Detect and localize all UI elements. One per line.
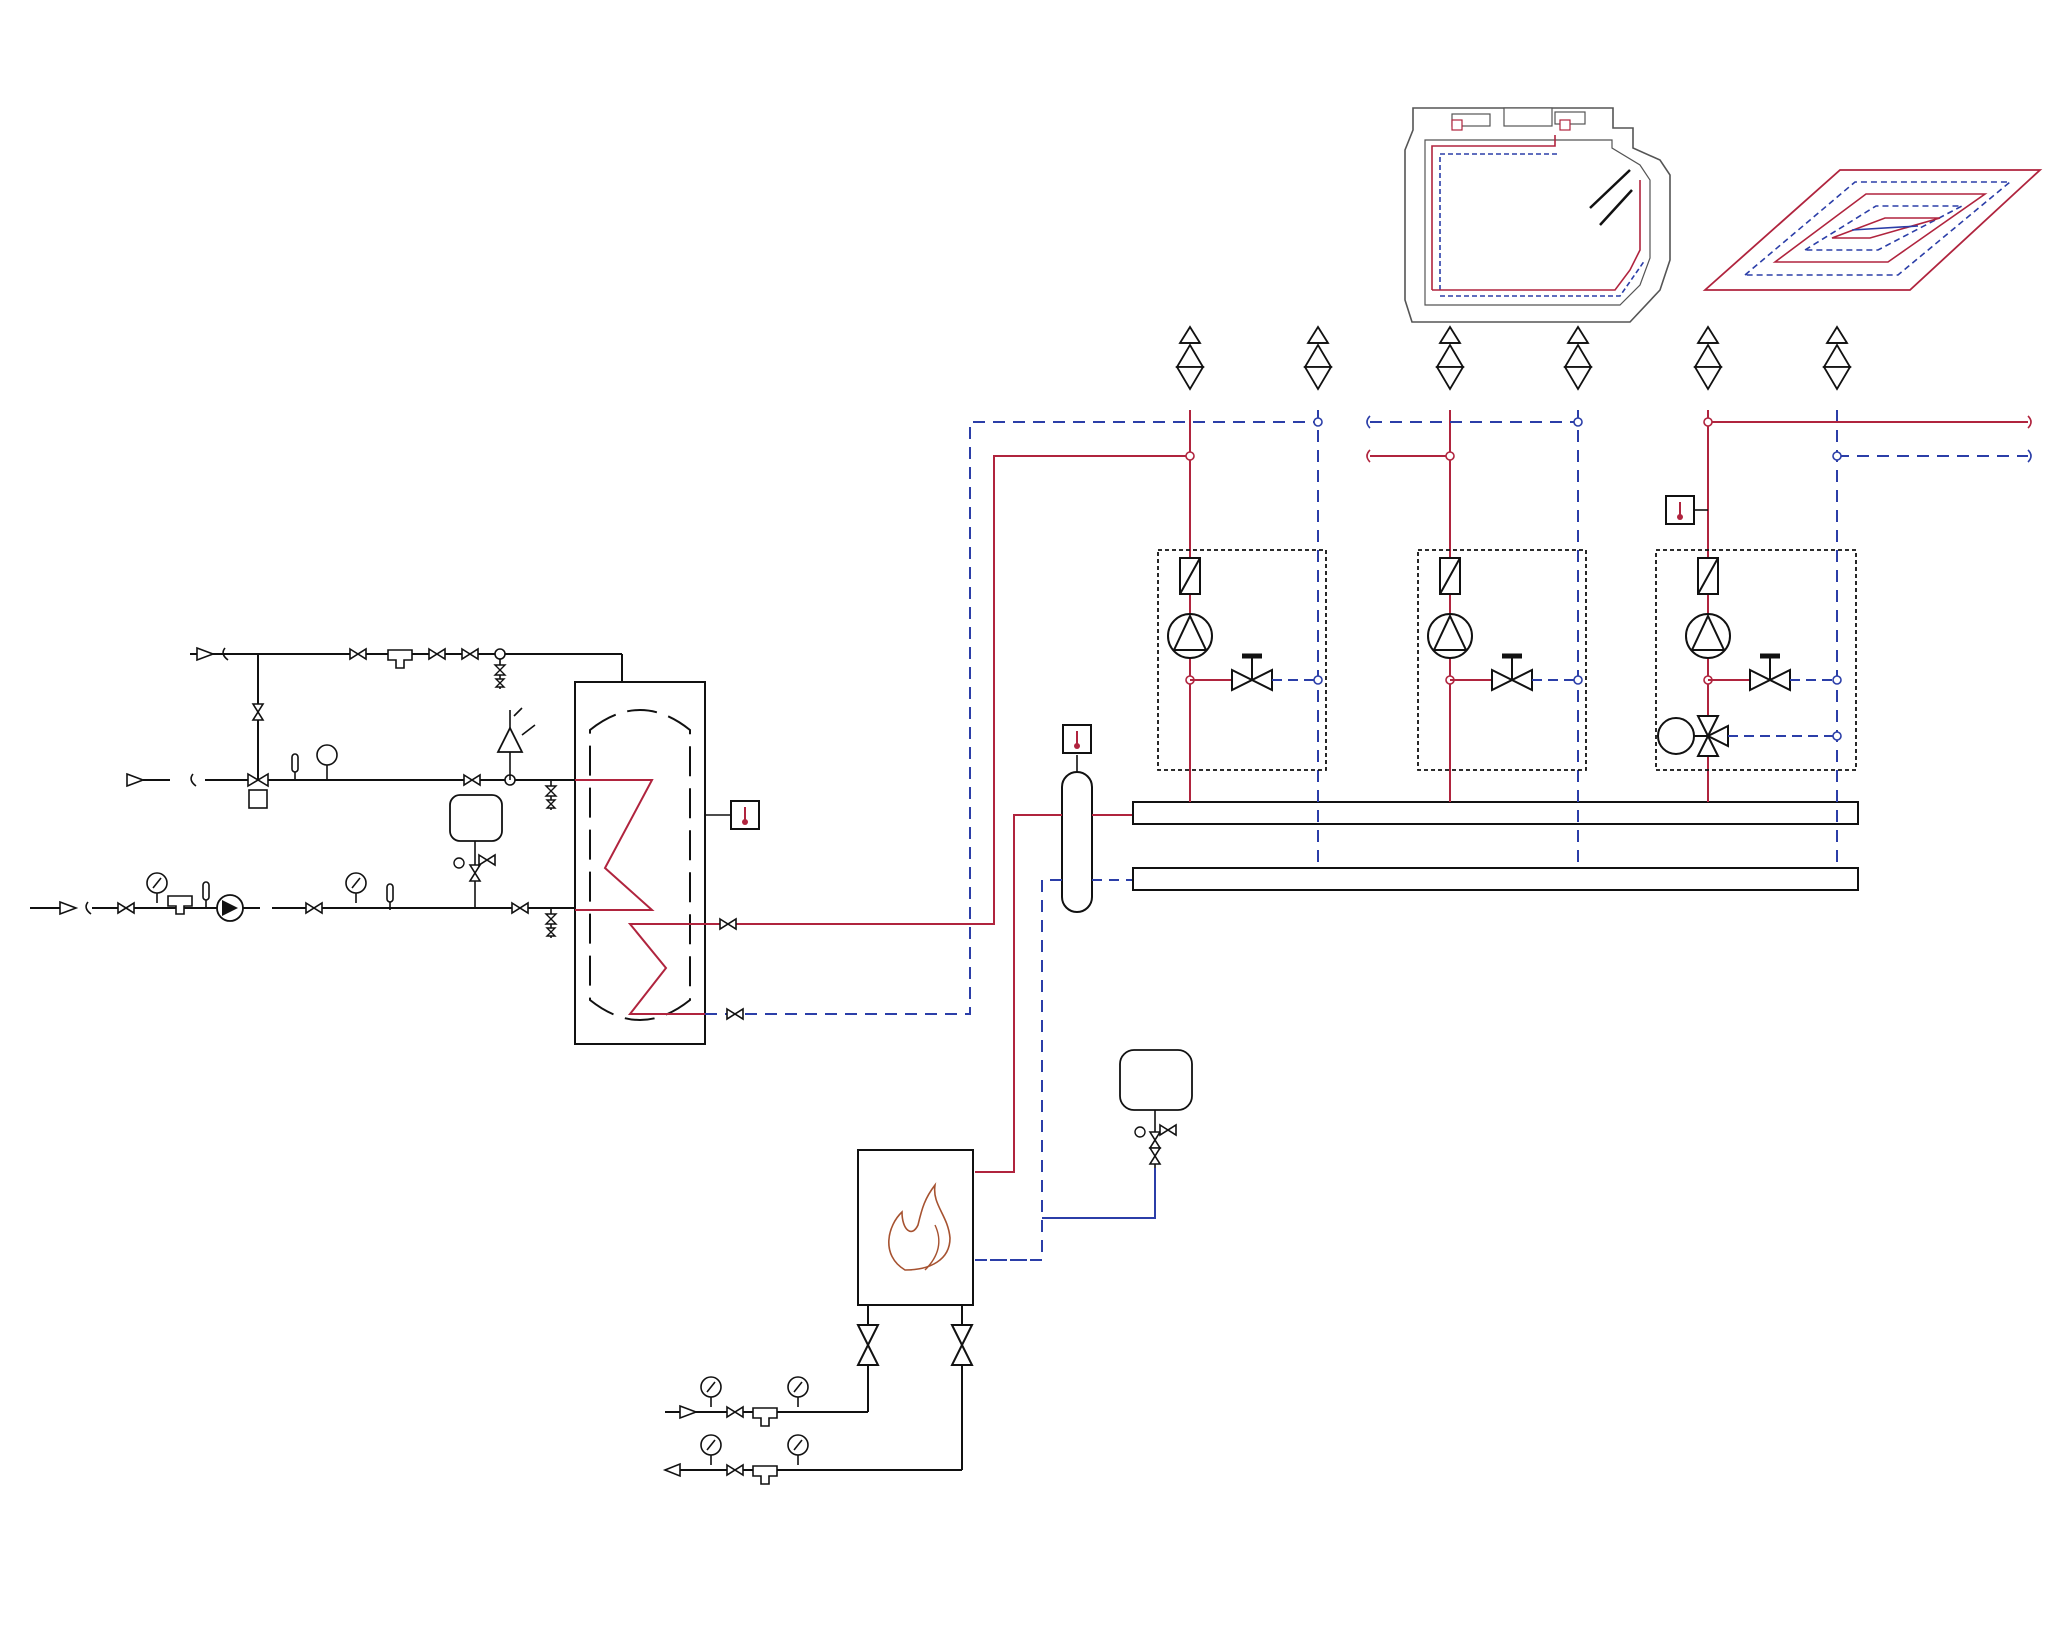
storage-tank [574,681,760,1045]
air-vent-icon [1564,326,1592,390]
tank-coil-return [705,421,1318,1020]
pressure-gauge-icon [700,1434,722,1466]
tank-coil-supply [705,455,1190,930]
pressure-gauge-icon [787,1376,809,1408]
gate-valve-icon[interactable] [726,1008,744,1020]
filter-icon [167,895,193,915]
pump-group-box [1157,549,1327,771]
filter-icon [387,649,413,669]
expansion-vessel-dhw [449,794,503,842]
check-valve-icon [1697,557,1719,595]
return-manifold [1132,867,1859,891]
heating-circuit-2 [1366,326,1592,868]
pump-group-box [1417,549,1587,771]
radiator-floor-plan [1404,107,1671,323]
boiler-valve-icon[interactable] [951,1324,973,1366]
bypass-valve-icon[interactable] [1750,656,1790,690]
bypass-valve-icon[interactable] [1232,656,1272,690]
drain-valve-icon[interactable] [545,907,557,939]
filter-icon [752,1407,778,1427]
hot-water-line [126,707,575,811]
flame-icon [888,1182,951,1271]
actuator-icon [1657,717,1695,755]
gate-valve-icon[interactable] [305,902,323,914]
circulation-line [30,794,575,939]
heating-circuit-3 [1655,326,2032,868]
air-vent-icon [1304,326,1332,390]
expansion-vessel-heating [1119,1049,1193,1168]
gate-valve-icon[interactable] [428,648,446,660]
drain-valve-icon[interactable] [494,658,506,690]
bypass-valve-icon[interactable] [1492,656,1532,690]
pressure-gauge-icon [345,872,367,904]
pressure-gauge-icon [787,1434,809,1466]
pressure-gauge-icon [316,744,338,766]
valve-icon[interactable] [1149,1131,1161,1149]
pressure-gauge-icon [146,872,168,904]
heating-circuit-1 [1157,326,1332,868]
cold-water-line [190,646,623,780]
thermometer-icon [202,881,210,909]
gate-valve-icon[interactable] [726,1464,744,1476]
check-valve-icon[interactable] [461,648,479,660]
gate-valve-icon[interactable] [511,902,529,914]
gas-outlet-line [662,1434,962,1485]
air-vent-icon [1176,326,1204,390]
three-way-mixing-valve-icon[interactable] [1657,715,1729,757]
air-vent-icon [1823,326,1851,390]
gas-inlet-line [665,1376,868,1427]
gate-valve-icon[interactable] [726,1406,744,1418]
check-valve-icon [1179,557,1201,595]
gate-valve-icon[interactable] [117,902,135,914]
three-way-valve-icon[interactable] [247,772,269,788]
filter-icon [752,1465,778,1485]
gate-valve-icon[interactable] [463,774,481,786]
thermometer-icon [291,753,299,781]
boiler-gas-valve-icon[interactable] [857,1324,879,1366]
safety-valve-icon [496,725,524,753]
air-vent-icon [1694,326,1722,390]
pressure-gauge-icon [700,1376,722,1408]
valve-icon[interactable] [252,703,264,721]
separator-temperature-sensor-icon [1062,724,1092,754]
valve-icon[interactable] [478,854,496,866]
underfloor-heating-plan [1702,169,2043,291]
valve-icon[interactable] [1149,1147,1161,1165]
tank-temperature-sensor-icon [730,800,760,830]
pump-icon [1427,613,1473,659]
hydraulic-separator [975,724,1133,1261]
thermometer-icon [386,883,394,911]
boiler [857,1149,974,1470]
pump-icon [1685,613,1731,659]
circuit-temperature-sensor-icon [1665,495,1695,525]
valve-icon[interactable] [1159,1124,1177,1136]
gate-valve-icon[interactable] [349,648,367,660]
pump-group-box [1655,549,1857,771]
valve-icon[interactable] [469,864,481,882]
gate-valve-icon[interactable] [719,918,737,930]
air-vent-icon [1436,326,1464,390]
pump-icon [1167,613,1213,659]
supply-manifold [1132,801,1859,825]
check-valve-icon [1439,557,1461,595]
drain-valve-icon[interactable] [545,779,557,811]
